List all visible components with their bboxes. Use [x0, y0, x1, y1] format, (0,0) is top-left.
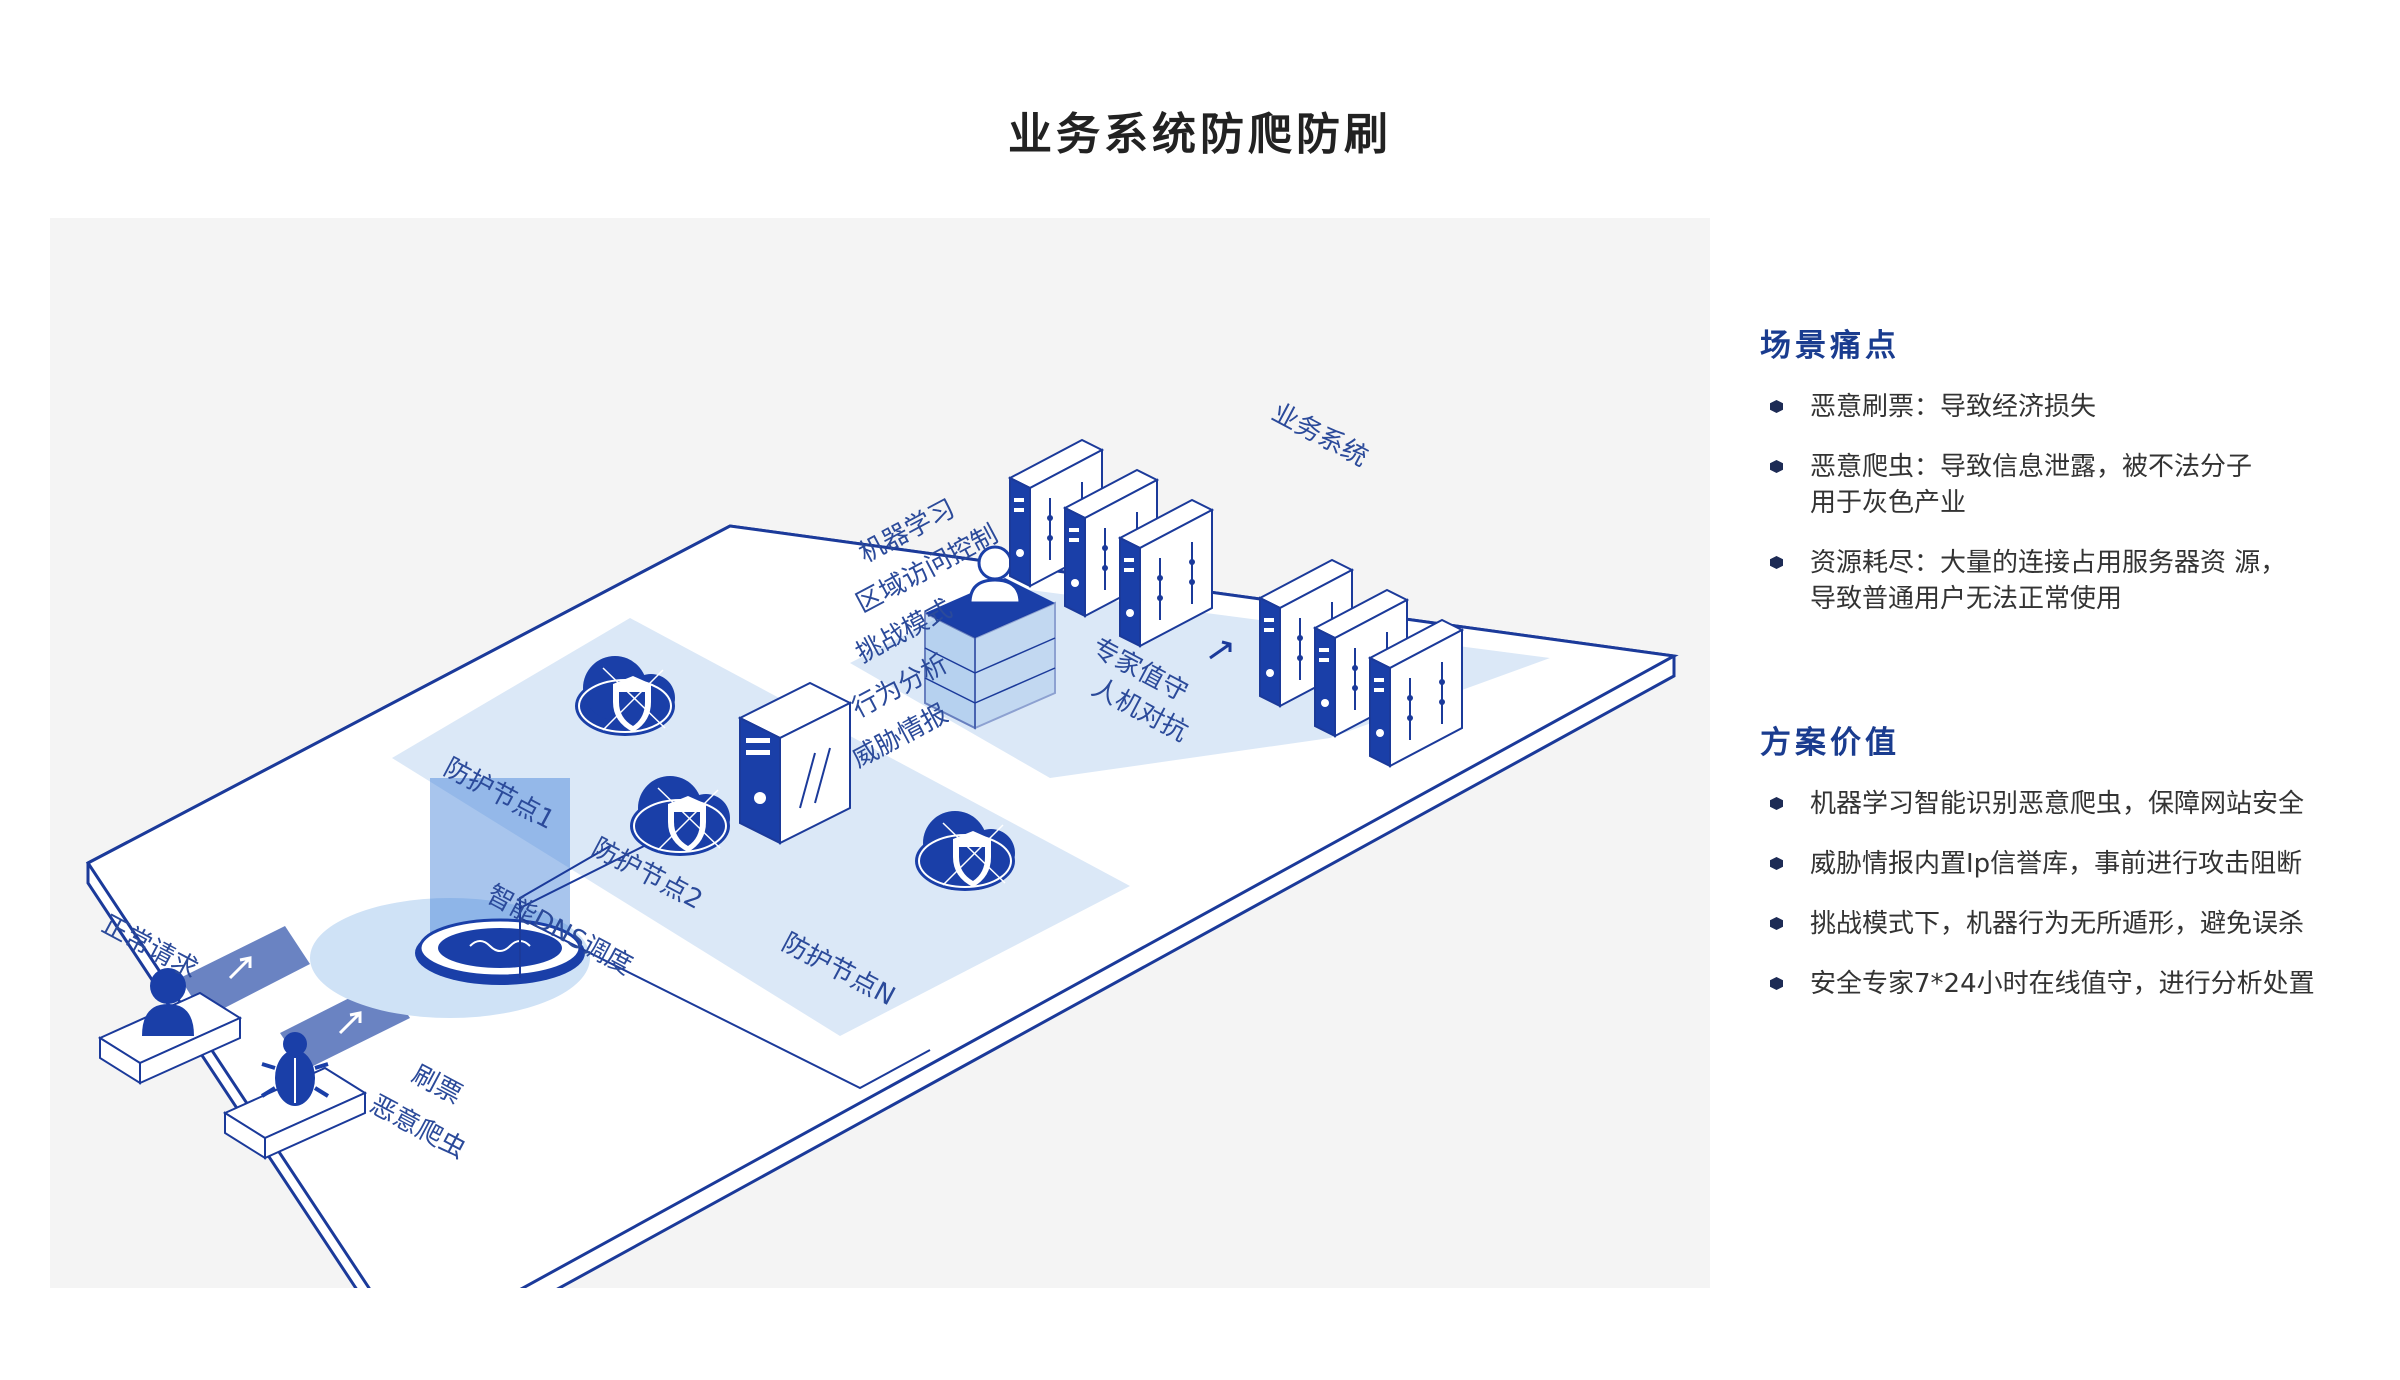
- pain-points-title: 场景痛点: [1760, 328, 1900, 364]
- bullet-icon: [1770, 556, 1783, 569]
- bullet-icon: [1770, 460, 1783, 473]
- architecture-diagram: 正常请求 恶意爬虫 刷票 智能DNS调度 防护节点1 防护节点2 防护节点N 机…: [50, 218, 1710, 1288]
- bullet-icon: [1770, 400, 1783, 413]
- pain-point-item: 恶意爬虫：导致信息泄露，被不法分子用于灰色产业: [1760, 449, 2380, 521]
- value-item: 安全专家7*24小时在线值守，进行分析处置: [1760, 966, 2380, 1002]
- value-list: 机器学习智能识别恶意爬虫，保障网站安全 威胁情报内置Ip信誉库，事前进行攻击阻断…: [1760, 786, 2380, 1002]
- pain-point-item: 资源耗尽：大量的连接占用服务器资 源，导致普通用户无法正常使用: [1760, 545, 2380, 617]
- value-title: 方案价值: [1760, 725, 1900, 761]
- bullet-icon: [1770, 917, 1783, 930]
- value-item: 威胁情报内置Ip信誉库，事前进行攻击阻断: [1760, 846, 2380, 882]
- pain-point-item: 恶意刷票：导致经济损失: [1760, 389, 2380, 425]
- bullet-icon: [1770, 857, 1783, 870]
- value-item: 挑战模式下，机器行为无所遁形，避免误杀: [1760, 906, 2380, 942]
- label-biz-system: 业务系统: [1267, 398, 1373, 473]
- bullet-icon: [1770, 977, 1783, 990]
- pain-points-list: 恶意刷票：导致经济损失 恶意爬虫：导致信息泄露，被不法分子用于灰色产业 资源耗尽…: [1760, 389, 2380, 617]
- page-title: 业务系统防爬防刷: [1008, 109, 1392, 160]
- info-panel: 场景痛点 恶意刷票：导致经济损失 恶意爬虫：导致信息泄露，被不法分子用于灰色产业…: [1760, 320, 2380, 1026]
- bullet-icon: [1770, 797, 1783, 810]
- value-item: 机器学习智能识别恶意爬虫，保障网站安全: [1760, 786, 2380, 822]
